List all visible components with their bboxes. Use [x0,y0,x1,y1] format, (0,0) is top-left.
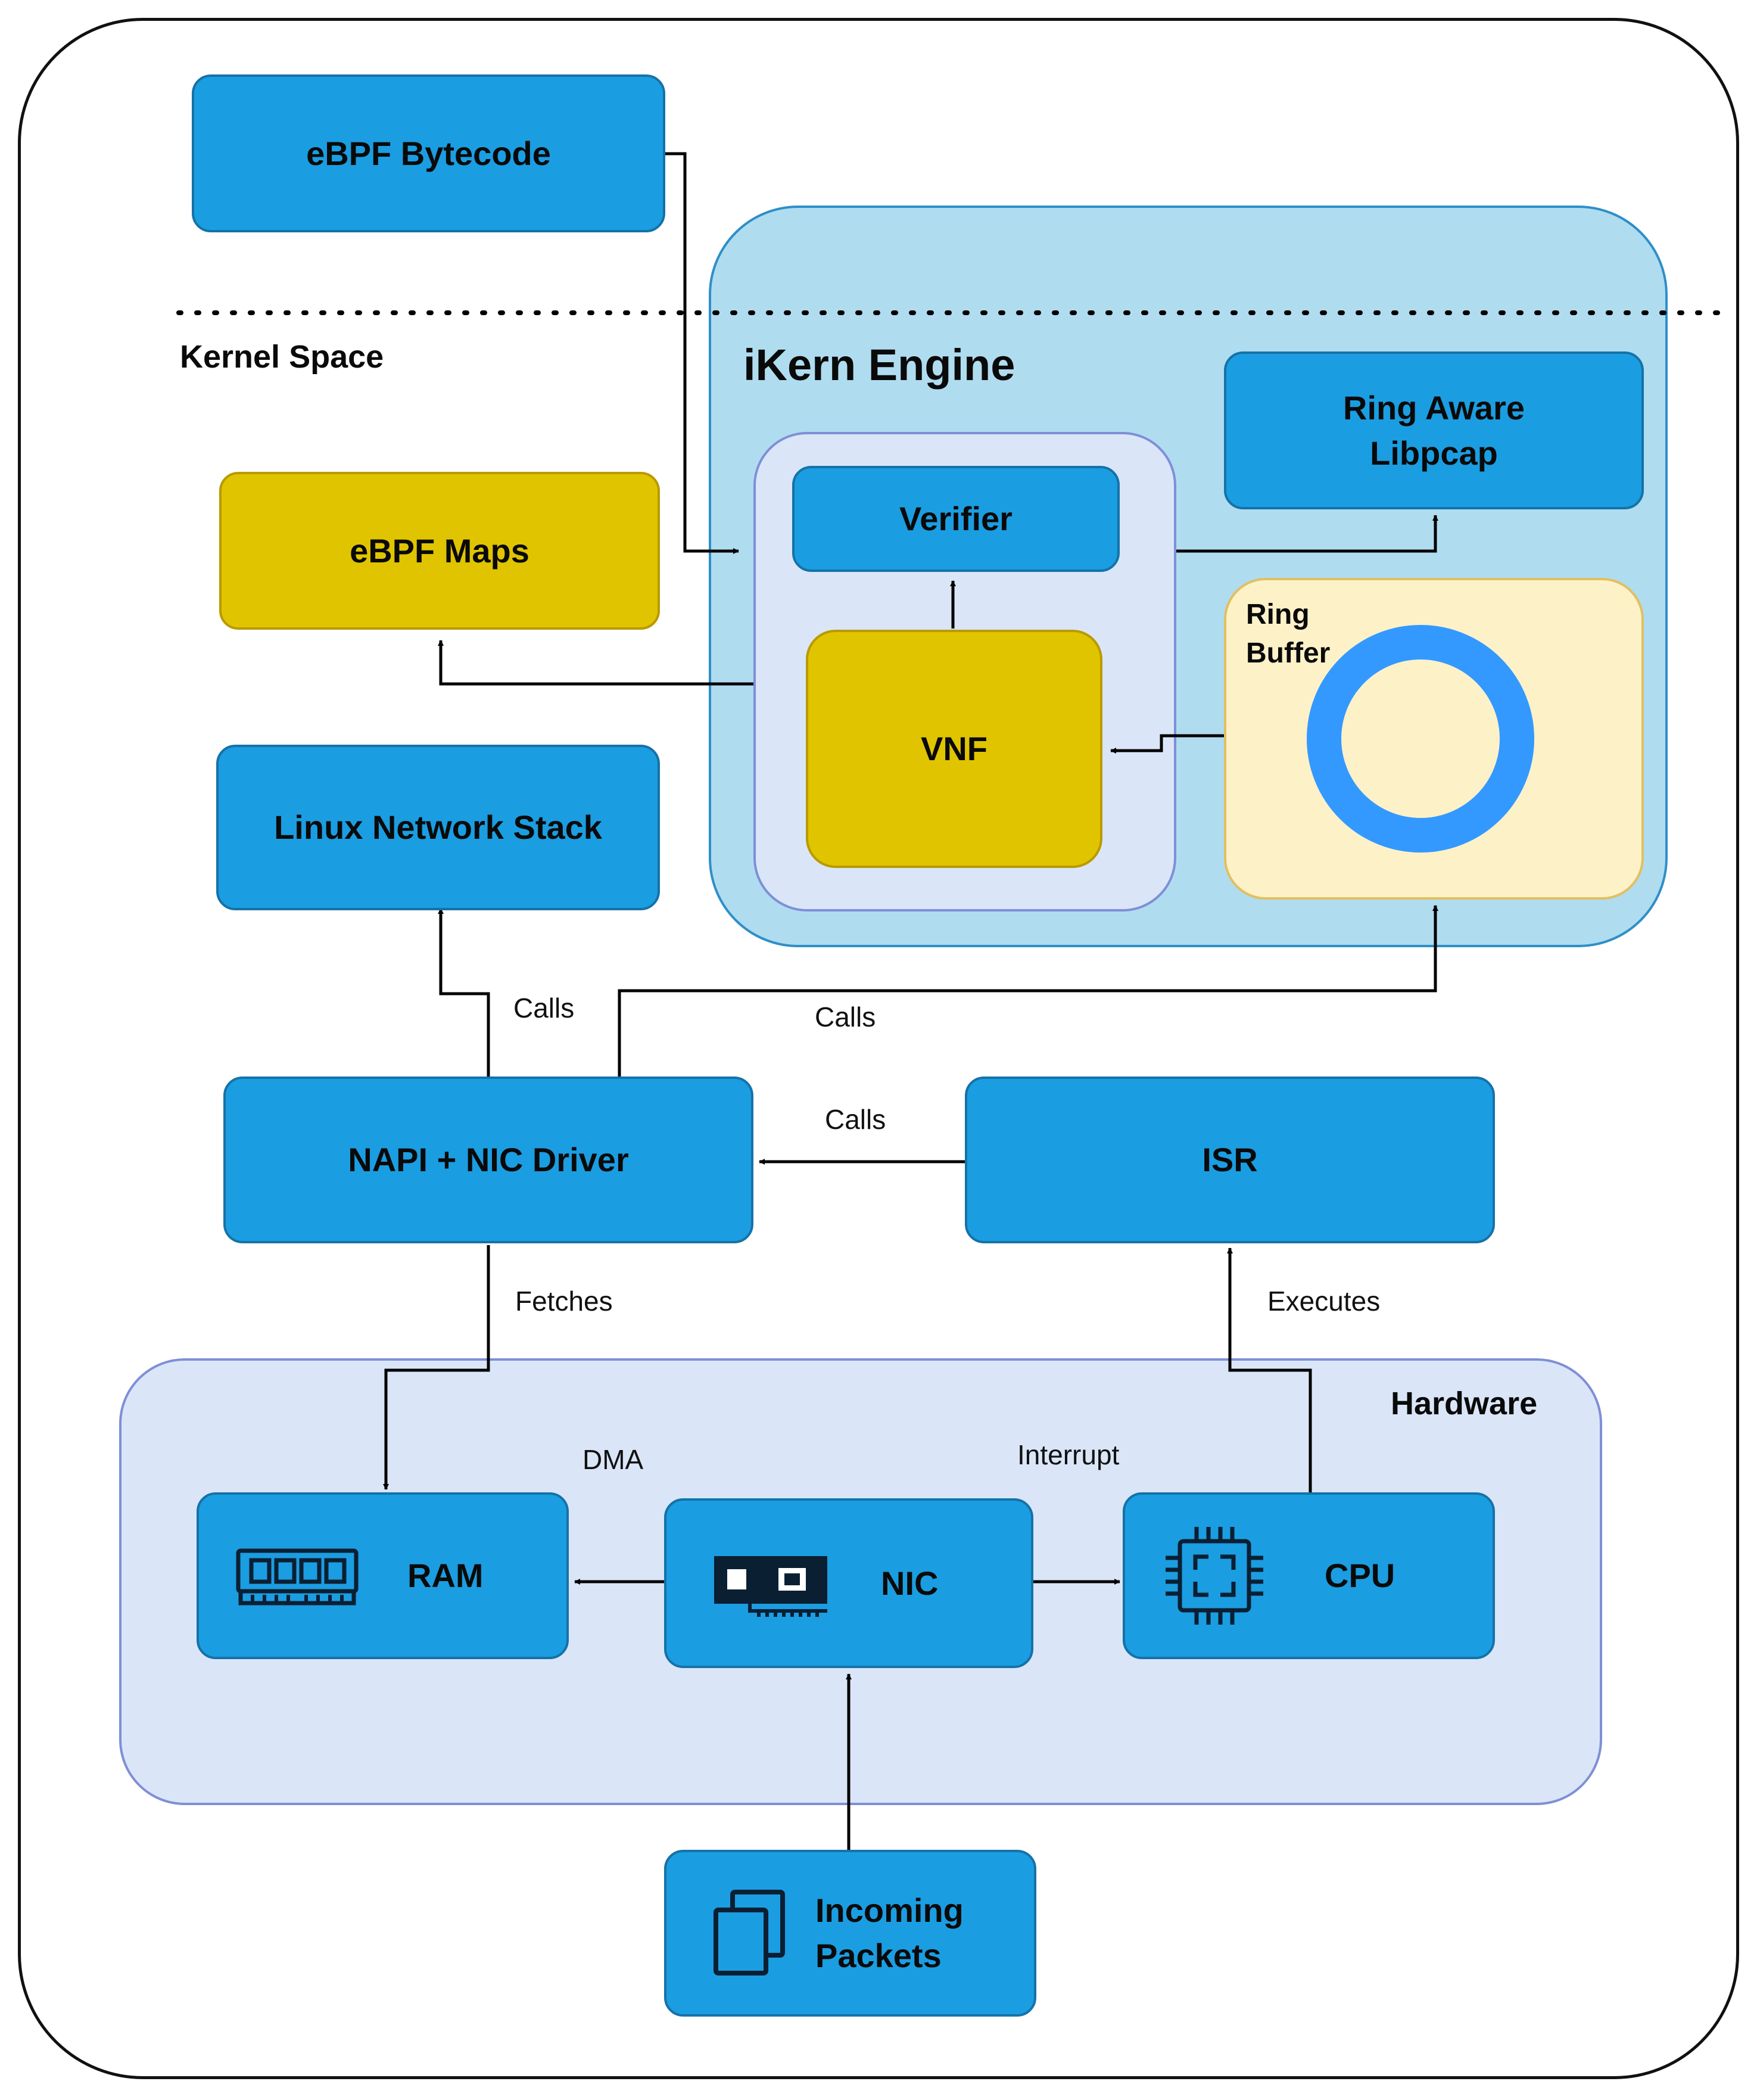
edge-napi-to-ram [383,1245,490,1490]
ring-circle-icon [1307,625,1534,853]
edge-label-calls-ring: Calls [815,1001,876,1032]
edge-cpu-to-isr [1227,1247,1312,1492]
edge-label-calls-isr: Calls [825,1104,886,1135]
cpu-node: CPU [1123,1492,1495,1659]
ebpf-maps-node: eBPF Maps [219,472,660,630]
edge-napi-to-stack [438,908,490,1077]
verifier-node: Verifier [792,466,1120,572]
nic-label: NIC [881,1564,939,1602]
edge-label-interrupt: Interrupt [1017,1439,1120,1470]
ebpf-bytecode-node: eBPF Bytecode [192,74,665,232]
kernel-space-label: Kernel Space [180,339,384,375]
incoming-packets-label: Incoming Packets [815,1891,964,1974]
edge-label-dma: DMA [582,1444,644,1475]
stacked-pages-icon [714,1890,785,1975]
ram-label: RAM [407,1557,484,1595]
edge-bytecode-to-verifier [664,152,739,554]
ram-chip-icon [236,1548,359,1606]
ram-node: RAM [197,1492,569,1659]
isr-node: ISR [965,1077,1495,1243]
edge-label-executes: Executes [1267,1286,1381,1317]
ring-buffer-label: Ring Buffer [1246,599,1331,669]
napi-nic-driver-node: NAPI + NIC Driver [223,1077,753,1243]
edge-inner-to-libpcap [1176,515,1438,553]
cpu-chip-icon [1166,1527,1263,1625]
edge-label-calls-stack: Calls [513,993,575,1023]
ring-aware-libpcap-node: Ring Aware Libpcap [1224,351,1644,509]
edge-inner-to-maps [438,640,753,686]
edge-ring-to-vnf [1110,734,1224,754]
edge-napi-to-ring [618,905,1438,1077]
incoming-packets-node: Incoming Packets [664,1850,1036,2017]
hardware-label: Hardware [1391,1386,1538,1421]
cpu-label: CPU [1325,1557,1395,1595]
ikern-engine-title: iKern Engine [743,340,1015,390]
network-card-icon [714,1555,827,1617]
nic-node: NIC [664,1498,1033,1668]
vnf-node: VNF [806,630,1102,868]
edge-label-fetches: Fetches [515,1286,613,1317]
linux-network-stack-node: Linux Network Stack [216,745,660,910]
